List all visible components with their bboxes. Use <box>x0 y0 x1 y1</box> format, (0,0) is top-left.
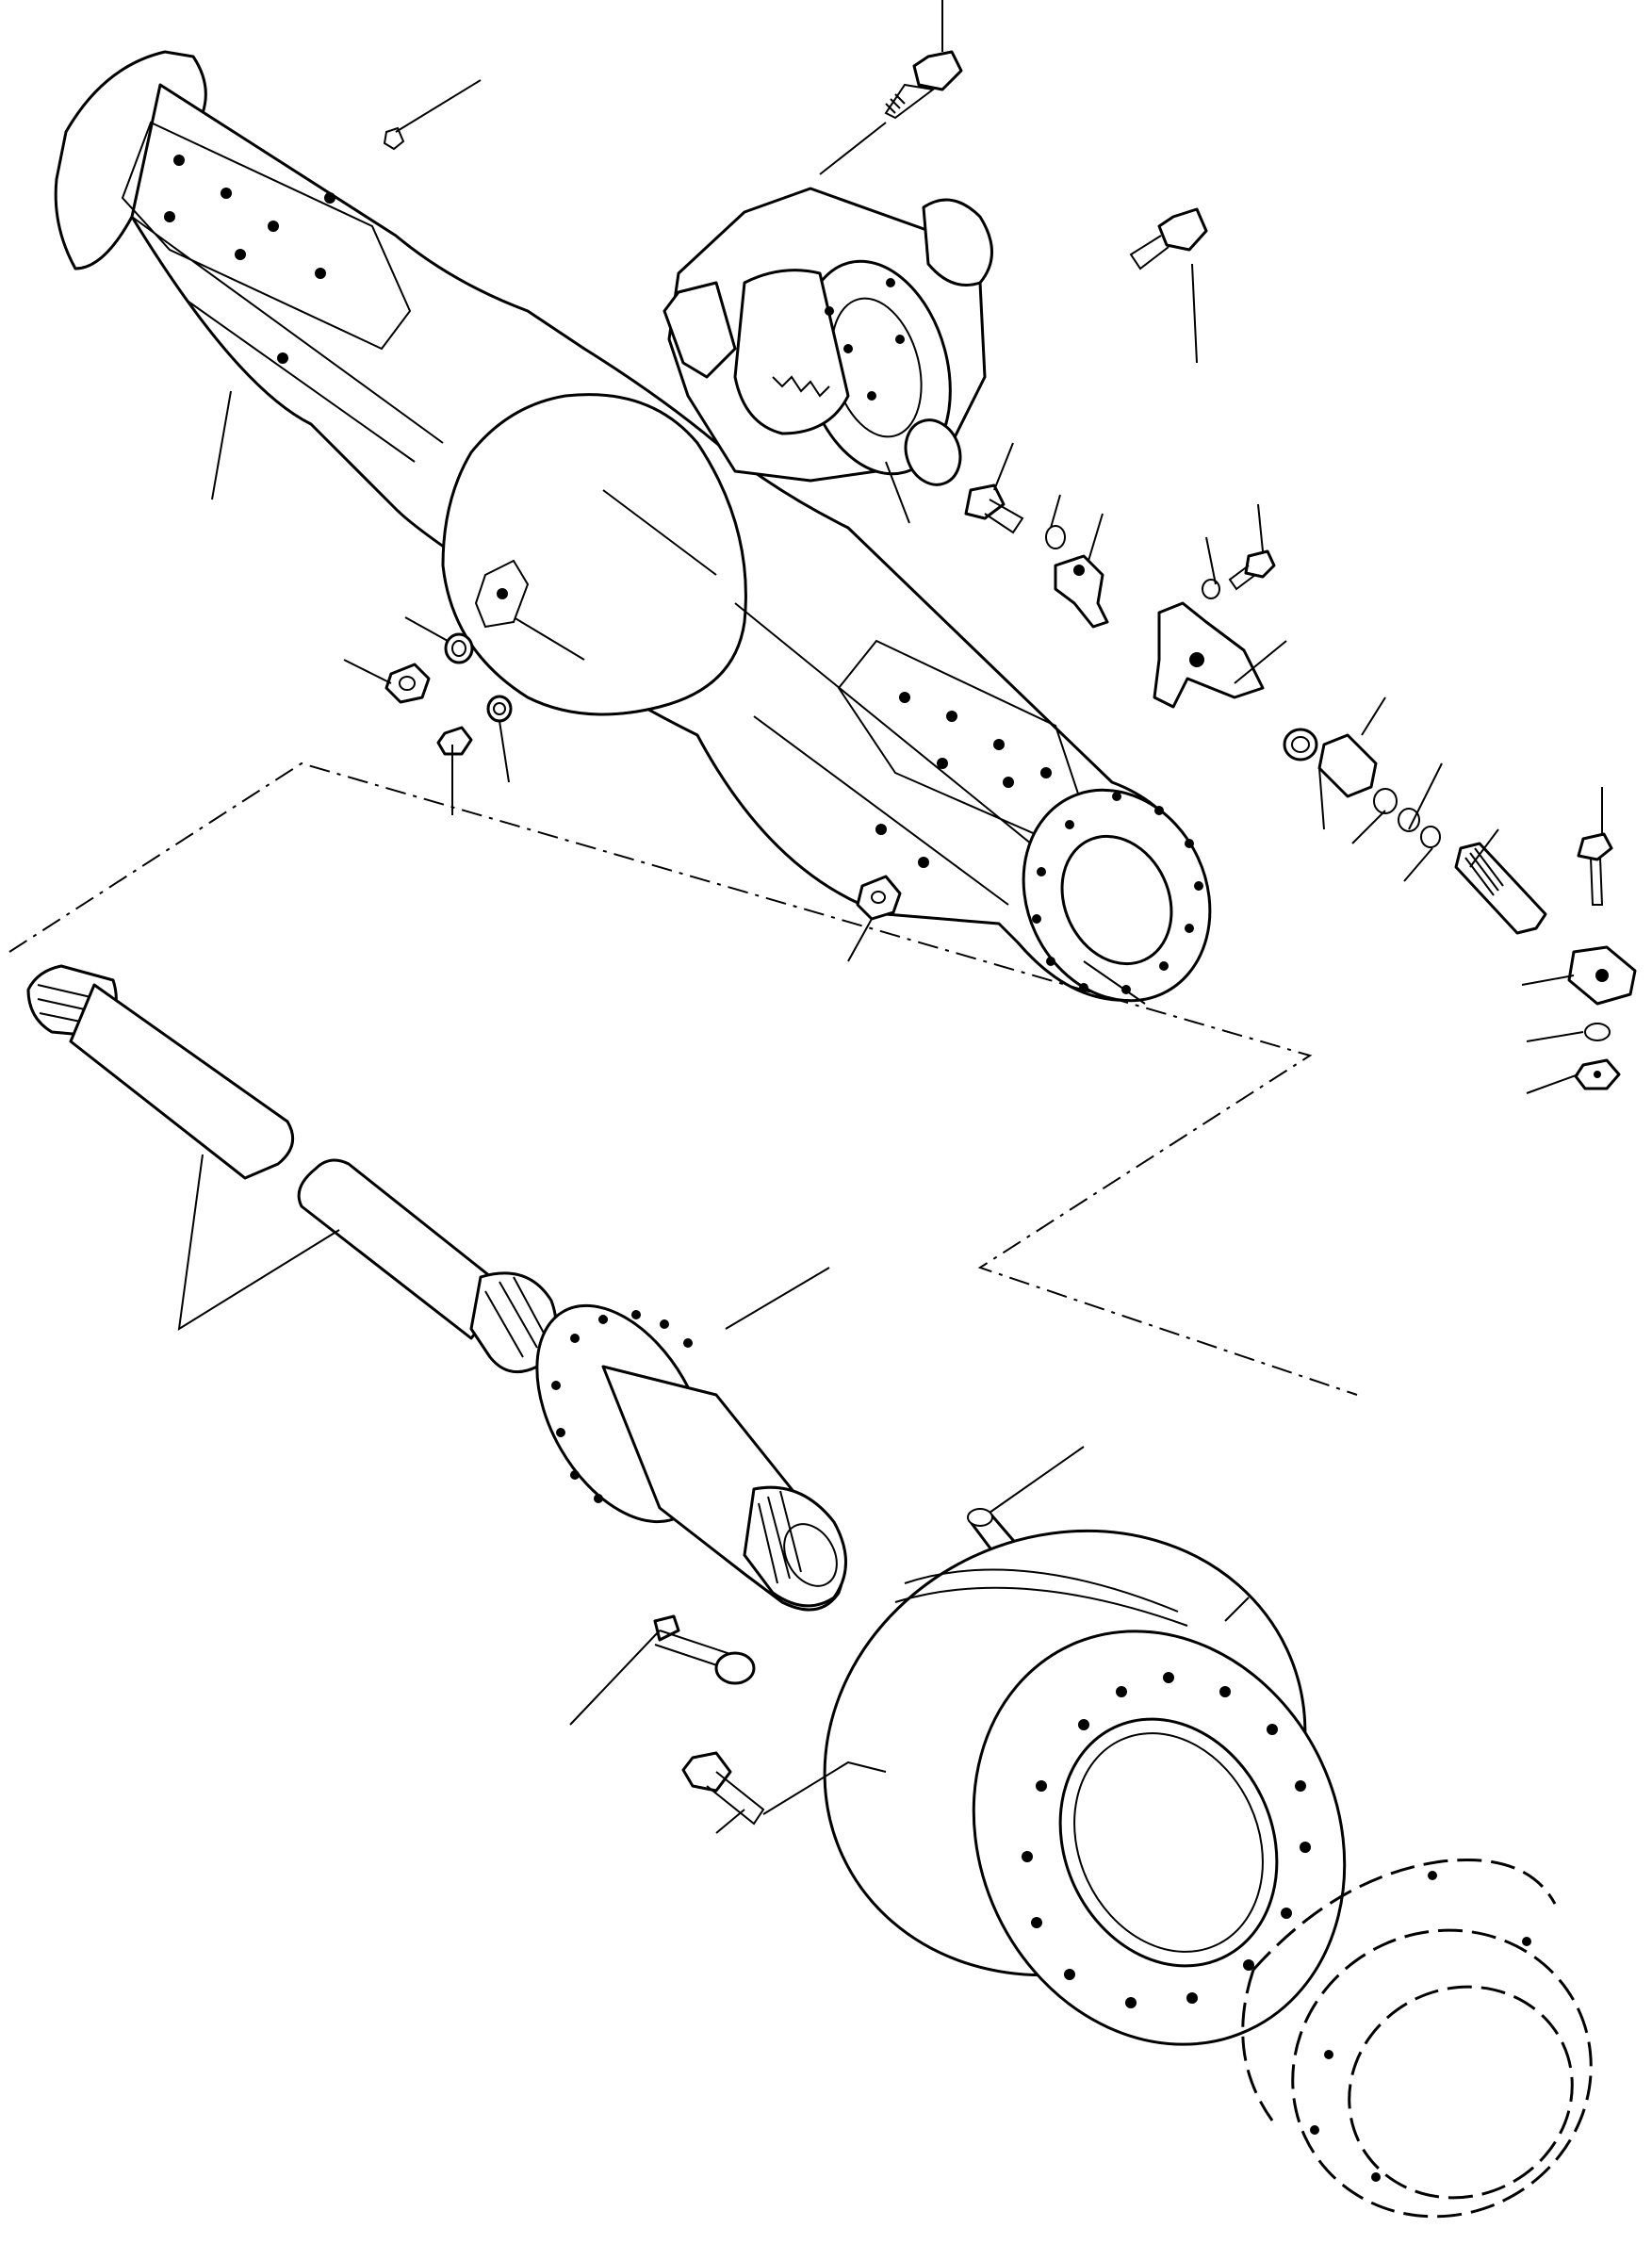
clevis-bolt <box>1577 832 1613 906</box>
carrier-left-mount <box>662 281 737 379</box>
housing-right-bore <box>1060 834 1173 966</box>
axle-housing <box>54 50 1212 1003</box>
mounting-bracket <box>1153 601 1265 709</box>
carrier-pinion-shaft <box>904 418 962 486</box>
drain-plug <box>384 663 431 704</box>
housing-bowl <box>441 393 747 716</box>
axle-shaft <box>26 964 558 1374</box>
clevis-block <box>1567 945 1637 1006</box>
bushing-sleeve <box>1317 733 1378 798</box>
breather-plug <box>383 126 405 151</box>
drum-bore <box>1058 1717 1279 1968</box>
washer-small-1 <box>1045 525 1066 549</box>
leader-lines <box>177 0 1603 1834</box>
hub-cap <box>1241 1858 1593 2219</box>
wheel-hub <box>535 1303 847 1612</box>
brake-drum <box>823 1529 1347 2046</box>
pivot-pin <box>1454 842 1547 935</box>
flange-nut <box>856 875 902 921</box>
drum-bolt <box>681 1751 765 1826</box>
assembly-path-line <box>8 762 1358 1396</box>
fill-plug <box>436 726 473 756</box>
seal-ring <box>1283 728 1318 762</box>
washer-set <box>1373 788 1441 848</box>
clevis-nut <box>1574 1058 1621 1090</box>
pinion-bolt <box>964 483 1024 534</box>
carrier-pinion-flange <box>922 198 993 287</box>
carrier-bolt-right <box>1129 207 1208 270</box>
carrier-bolt-top <box>884 50 963 120</box>
housing-left-plate <box>121 121 412 351</box>
wheel-stud <box>653 1614 756 1685</box>
bracket-bolt <box>1202 549 1276 599</box>
clip-bracket <box>1054 554 1109 629</box>
plug-washer <box>444 632 474 664</box>
carrier-case <box>733 269 850 435</box>
fill-washer <box>486 695 513 723</box>
differential-carrier <box>662 187 993 486</box>
lock-washer <box>1584 1023 1611 1041</box>
